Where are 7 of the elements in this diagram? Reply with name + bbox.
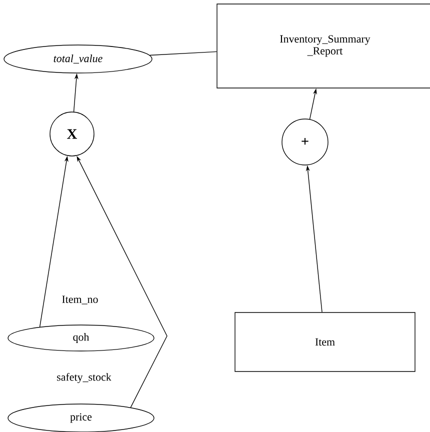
connector-line [149,51,217,56]
attribute-label: safety_stock [57,372,112,384]
report-box: Inventory_Summary _Report [216,4,430,88]
ellipse-node: total_value [4,44,152,74]
attribute-label: Item_no [62,296,98,304]
ellipse-node: qoh [8,324,154,352]
entity-box: Item [234,312,416,372]
